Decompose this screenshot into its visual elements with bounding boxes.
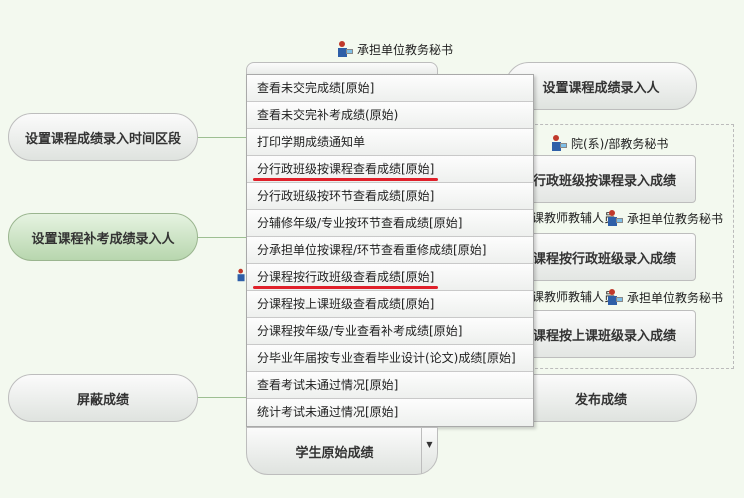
menu-item-label: 分课程按年级/专业查看补考成绩[原始] <box>257 324 463 338</box>
menu-item-label: 分行政班级按环节查看成绩[原始] <box>257 189 435 203</box>
set-entry-person-node[interactable]: 设置课程成绩录入人 <box>505 62 697 110</box>
person-icon <box>608 289 623 305</box>
role-unit-secretary-1: 承担单位教务秘书 <box>606 209 723 227</box>
connector-line <box>198 397 246 398</box>
menu-item[interactable]: 分课程按上课班级查看成绩[原始] <box>247 291 533 318</box>
menu-item[interactable]: 打印学期成绩通知单 <box>247 129 533 156</box>
menu-item-label: 打印学期成绩通知单 <box>257 135 366 149</box>
set-time-range-node[interactable]: 设置课程成绩录入时间区段 <box>8 113 198 161</box>
role-teacher-2: 课教师教辅人员 <box>532 290 617 304</box>
menu-item-label: 分承担单位按课程/环节查看重修成绩[原始] <box>257 243 487 257</box>
student-raw-scores-dropdown[interactable]: 学生原始成绩 ▼ <box>246 427 438 475</box>
entry-by-course-class-node[interactable]: 课程按行政班级录入成绩 <box>522 233 696 281</box>
person-icon <box>608 210 623 226</box>
connector-line <box>198 137 246 138</box>
entry-by-class-course-node[interactable]: 行政班级按课程录入成绩 <box>522 155 696 203</box>
block-scores-node[interactable]: 屏蔽成绩 <box>8 374 198 422</box>
menu-item-label: 查看未交完成绩[原始] <box>257 81 375 95</box>
menu-item-label: 统计考试未通过情况[原始] <box>257 405 399 419</box>
menu-item-label: 分课程按行政班级查看成绩[原始] <box>257 270 435 284</box>
menu-item-label: 分辅修年级/专业按环节查看成绩[原始] <box>257 216 463 230</box>
menu-item[interactable]: 分辅修年级/专业按环节查看成绩[原始] <box>247 210 533 237</box>
set-makeup-entry-node[interactable]: 设置课程补考成绩录入人 <box>8 213 198 261</box>
highlight-underline <box>253 286 438 289</box>
role-teacher-1: 课教师教辅人员 <box>532 211 617 225</box>
student-raw-scores-label: 学生原始成绩 <box>295 445 374 461</box>
connector-line <box>198 237 246 238</box>
menu-item[interactable]: 分承担单位按课程/环节查看重修成绩[原始] <box>247 237 533 264</box>
person-icon <box>237 268 245 282</box>
publish-scores-node[interactable]: 发布成绩 <box>505 374 697 422</box>
menu-item-label: 分课程按上课班级查看成绩[原始] <box>257 297 435 311</box>
menu-item-label: 分毕业年届按专业查看毕业设计(论文)成绩[原始] <box>257 351 516 365</box>
menu-item[interactable]: 分课程按行政班级查看成绩[原始] <box>247 264 533 291</box>
menu-item[interactable]: 查看未交完补考成绩(原始) <box>247 102 533 129</box>
role-dept-secretary: 院(系)/部教务秘书 <box>550 134 668 152</box>
role-unit-secretary-2: 承担单位教务秘书 <box>606 288 723 306</box>
entry-by-course-lecture-node[interactable]: 课程按上课班级录入成绩 <box>522 310 696 358</box>
menu-item-label: 查看未交完补考成绩(原始) <box>257 108 399 122</box>
person-icon <box>552 135 567 151</box>
top-role: 承担单位教务秘书 <box>336 40 453 58</box>
menu-item[interactable]: 查看未交完成绩[原始] <box>247 75 533 102</box>
person-icon <box>338 41 353 57</box>
menu-item[interactable]: 查看考试未通过情况[原始] <box>247 372 533 399</box>
menu-item[interactable]: 分行政班级按课程查看成绩[原始] <box>247 156 533 183</box>
menu-item-label: 查看考试未通过情况[原始] <box>257 378 399 392</box>
top-role-label: 承担单位教务秘书 <box>357 42 454 57</box>
menu-item[interactable]: 统计考试未通过情况[原始] <box>247 399 533 426</box>
menu-item[interactable]: 分行政班级按环节查看成绩[原始] <box>247 183 533 210</box>
menu-item[interactable]: 分毕业年届按专业查看毕业设计(论文)成绩[原始] <box>247 345 533 372</box>
dropdown-arrow-icon[interactable]: ▼ <box>421 428 437 474</box>
menu-item-label: 分行政班级按课程查看成绩[原始] <box>257 162 435 176</box>
menu-item[interactable]: 分课程按年级/专业查看补考成绩[原始] <box>247 318 533 345</box>
raw-scores-dropdown-menu: 查看未交完成绩[原始] 查看未交完补考成绩(原始) 打印学期成绩通知单分行政班级按课… <box>246 74 534 427</box>
highlight-underline <box>253 178 438 181</box>
